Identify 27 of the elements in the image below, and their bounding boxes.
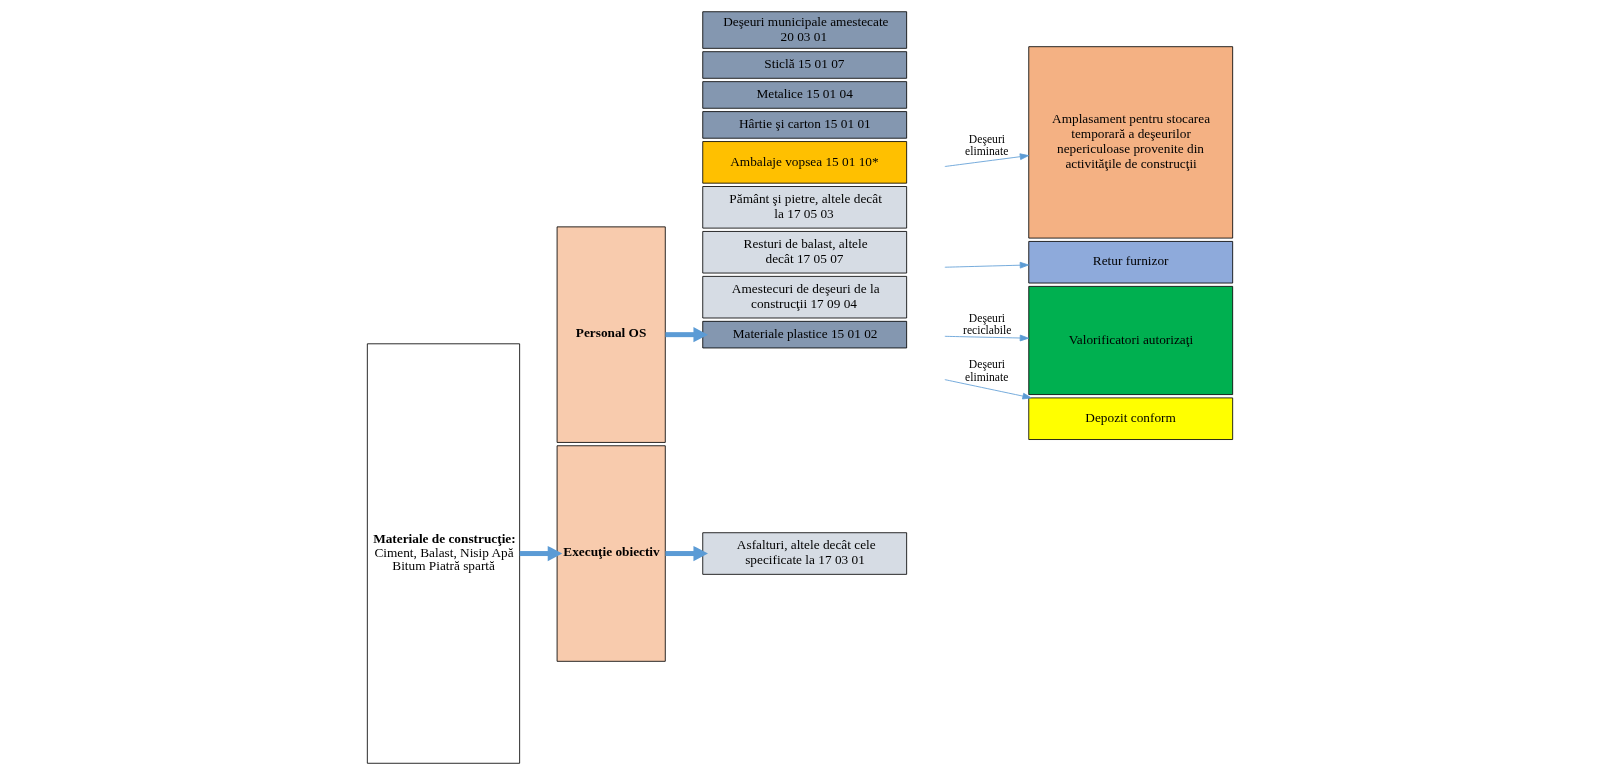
node-box: Retur furnizor [1028,241,1234,284]
edge-label: Deşeuri reciclabile [963,311,1012,337]
arrow [944,379,1032,400]
node-box: Valorificatori autorizaţi [1028,285,1234,395]
node-box: Materiale de construcţie: Ciment, Balast, Nisip Apă Bitum Piatră spartă [366,343,521,764]
node-box: Pământ şi pietre, altele decât la 17 05 03 [702,186,908,229]
node-box: Personal OS [556,226,666,443]
edge-label: Deşeuri eliminate [965,132,1009,159]
node-box: Materiale plastice 15 01 02 [702,320,908,349]
node-box: Execuţie obiectiv [556,445,666,662]
edge-label: Deşeuri eliminate [965,358,1009,384]
node-box: Hârtie şi carton 15 01 01 [702,111,908,139]
arrow [944,261,1029,269]
node-box: Sticlă 15 01 07 [702,51,908,79]
node-box: Ambalaje vopsea 15 01 10* [702,141,908,184]
node-box: Depozit conform [1028,397,1234,440]
arrow [665,545,708,562]
node-box: Amestecuri de deşeuri de la construcţii 17 09 04 [702,275,908,319]
node-box: Deşeuri municipale amestecate 20 03 01 [702,11,908,49]
node-box: Amplasament pentru stocarea temporară a deşeurilor nepericuloase provenite din activităţile de construcţii [1028,46,1234,239]
node-box: Metalice 15 01 04 [702,81,908,109]
arrow [519,545,563,562]
arrow [944,334,1029,342]
arrow [665,327,708,343]
arrow [944,153,1029,167]
node-box: Asfalturi, altele decât cele specificate la 17 03 01 [702,532,908,575]
node-box: Resturi de balast, altele decât 17 05 07 [702,231,908,274]
